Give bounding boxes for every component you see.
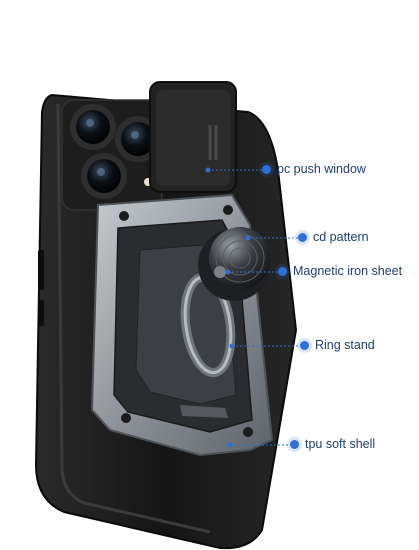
label-cd-pattern: cd pattern	[313, 230, 369, 244]
marker-tpu-shell	[227, 442, 233, 448]
callout-tpu-soft-shell: tpu soft shell	[290, 437, 375, 451]
marker-magnetic-sheet	[225, 269, 231, 275]
camera-module	[61, 99, 163, 211]
callout-dot	[262, 164, 271, 174]
cd-pattern-disc	[198, 227, 271, 301]
callout-magnetic-iron-sheet: Magnetic iron sheet	[278, 264, 402, 278]
label-magnetic-iron-sheet: Magnetic iron sheet	[293, 264, 403, 278]
marker-ring-stand	[229, 343, 235, 349]
callout-lines	[208, 169, 300, 446]
marker-push-window	[205, 167, 211, 173]
callout-cd-pattern: cd pattern	[298, 230, 369, 244]
label-tpu-soft-shell: tpu soft shell	[305, 437, 376, 451]
callout-dot	[290, 439, 299, 449]
label-pc-push-window: pc push window	[277, 162, 366, 176]
callout-ring-stand: Ring stand	[300, 338, 375, 352]
callout-dot	[278, 266, 287, 276]
marker-cd-pattern	[245, 235, 251, 241]
callout-dot	[300, 340, 309, 350]
callout-pc-push-window: pc push window	[262, 162, 366, 176]
label-ring-stand: Ring stand	[315, 338, 375, 352]
callout-dot	[298, 232, 307, 242]
push-window-slider	[149, 81, 237, 193]
